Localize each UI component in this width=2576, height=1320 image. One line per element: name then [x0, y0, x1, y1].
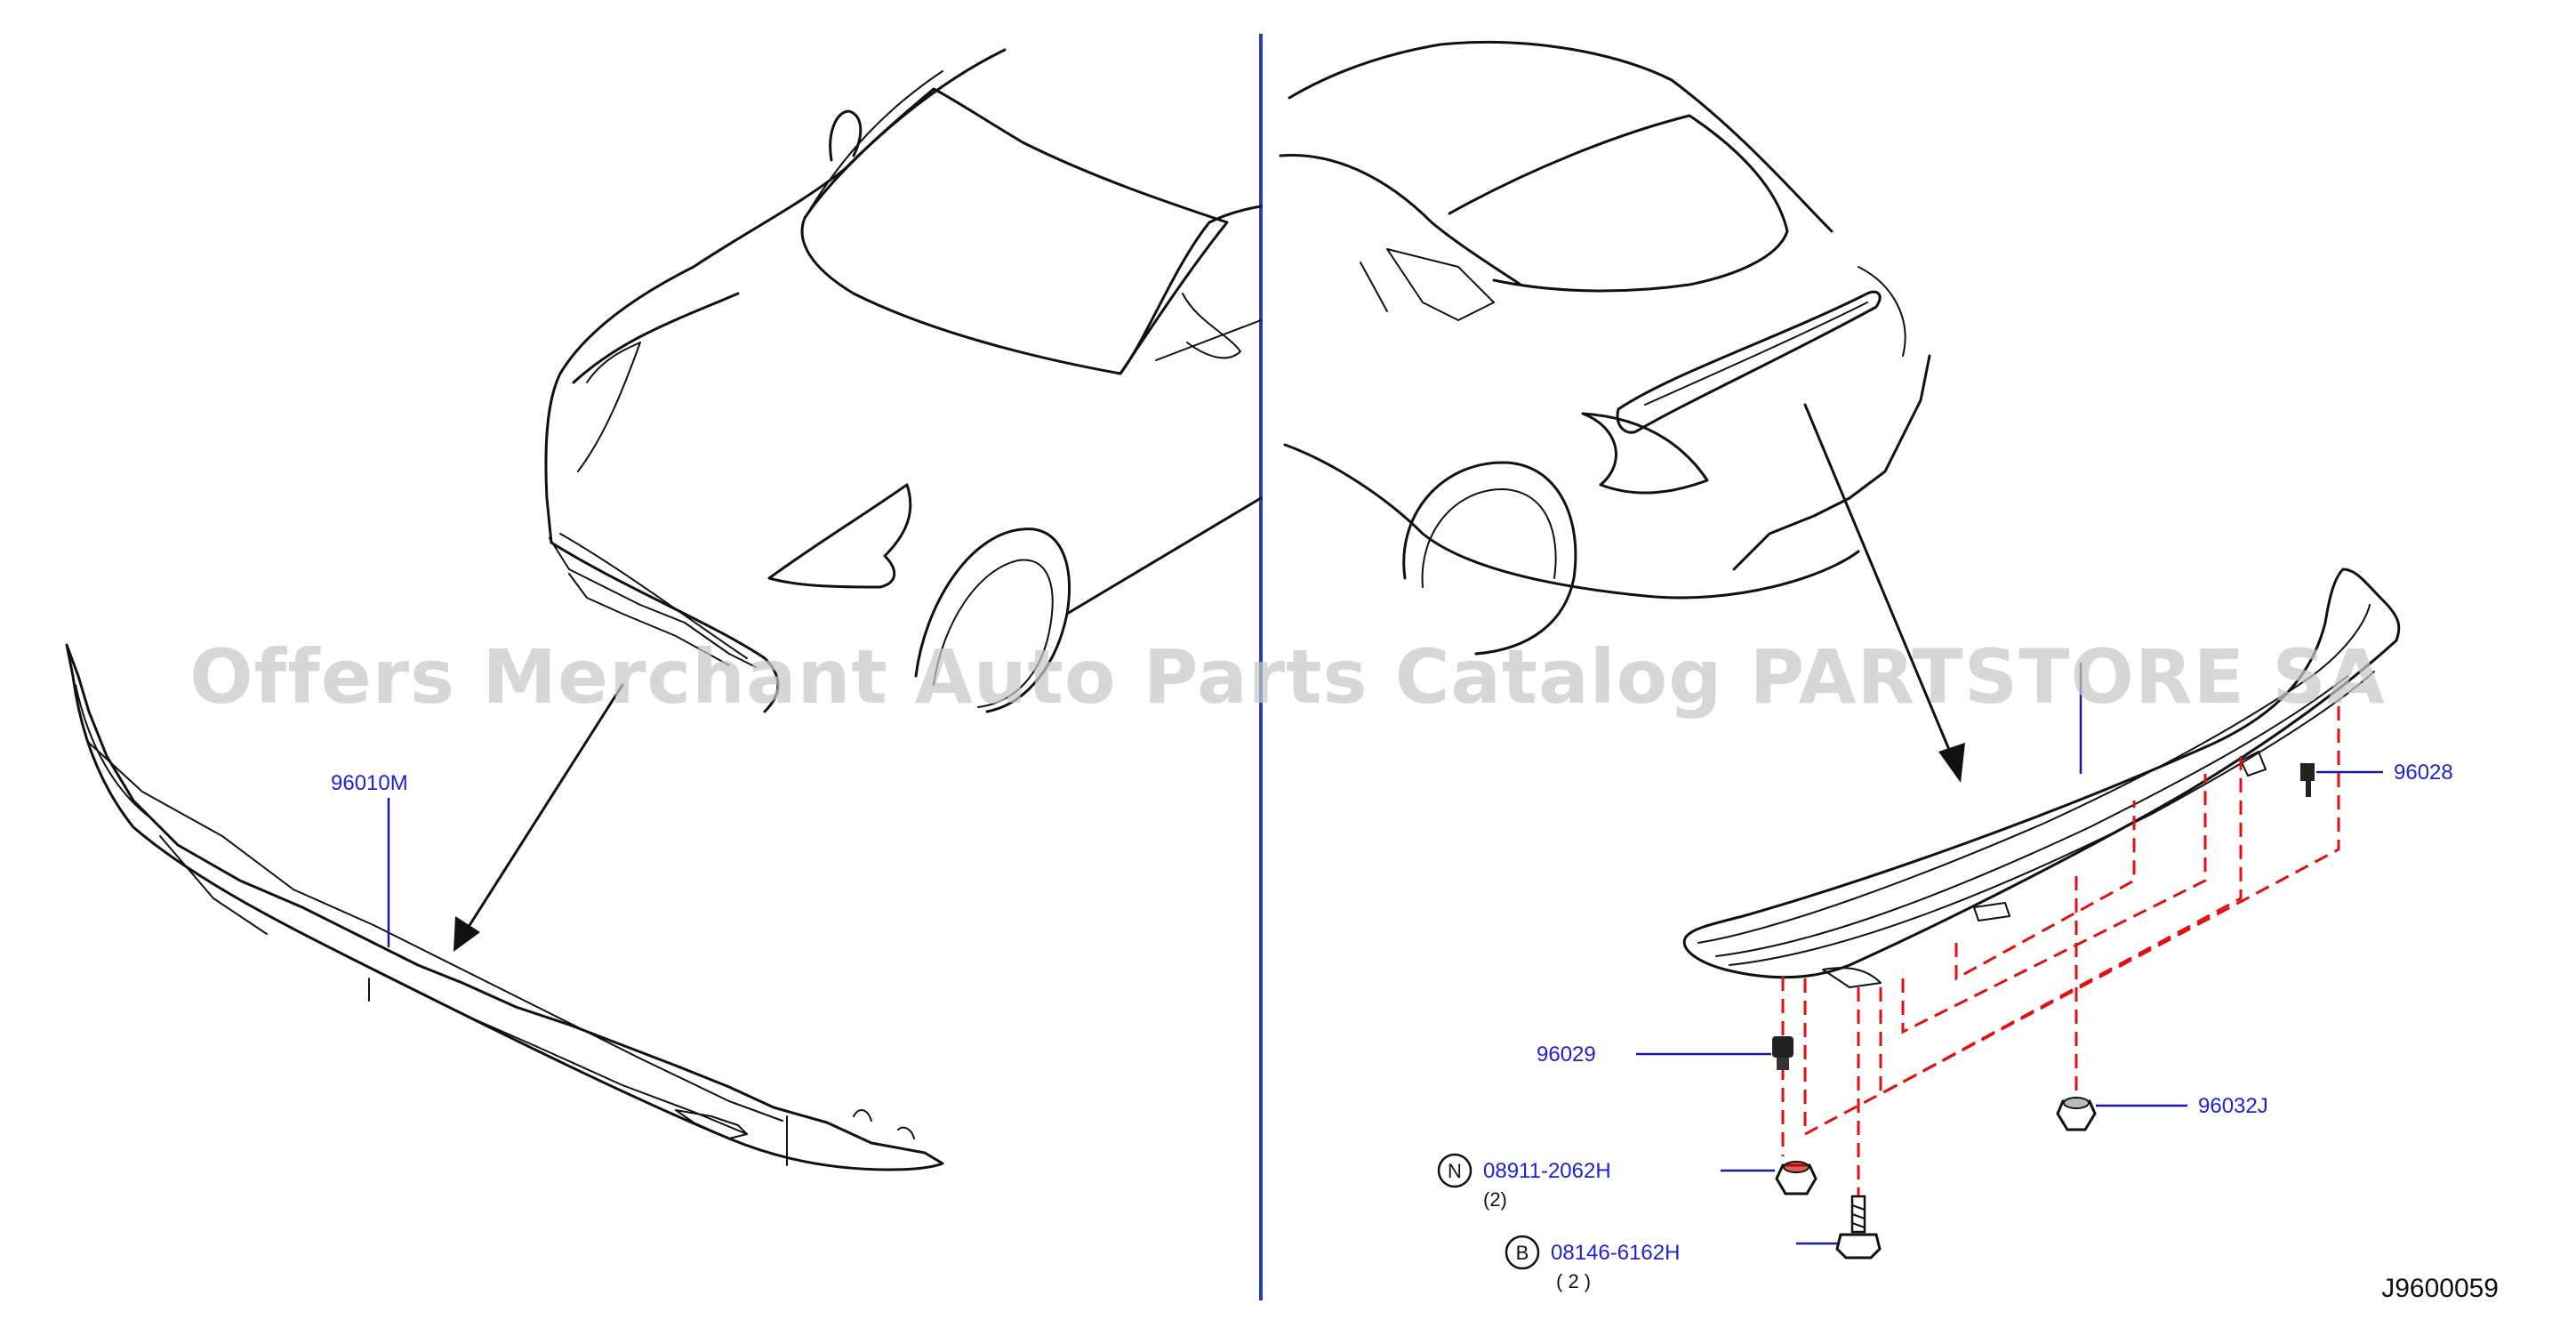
- rear-pointer-arrow: [1803, 403, 1965, 783]
- part-number-96029: 96029: [1537, 1042, 1596, 1066]
- part-number-96010m: 96010M: [331, 771, 408, 795]
- bolt-symbol-badge: [1505, 1235, 1540, 1270]
- diagram-reference: J9600059: [2381, 1274, 2499, 1303]
- rear-spoiler-part: [1682, 567, 2401, 988]
- clip-96028: 96028: [2300, 761, 2453, 797]
- front-spoiler-part: [65, 643, 944, 1171]
- assembly-guide-lines: [1781, 703, 2340, 1227]
- nut-symbol: N: [1448, 1160, 1462, 1182]
- part-number-96032j: 96032J: [2198, 1094, 2268, 1118]
- bolt-quantity: ( 2 ): [1556, 1270, 1591, 1292]
- front-car-illustration: [544, 48, 1263, 713]
- bolt-symbol: B: [1516, 1242, 1529, 1264]
- clip-96029: 96029: [1537, 1036, 1794, 1070]
- rear-car-illustration: [1279, 40, 1931, 656]
- part-number-08911-2062h: 08911-2062H: [1483, 1159, 1611, 1183]
- callout-96010m: 96010M: [331, 771, 408, 947]
- nut-symbol-badge: [1437, 1153, 1473, 1188]
- clip-96032j: 96032J: [2056, 1094, 2268, 1131]
- front-pointer-arrow: [453, 683, 624, 952]
- part-number-08146-6162h: 08146-6162H: [1551, 1241, 1680, 1265]
- part-number-96028: 96028: [2394, 761, 2453, 785]
- watermark-text: Offers Merchant Auto Parts Catalog PARTS…: [189, 633, 2385, 720]
- nut-08911-2062h: N 08911-2062H (2): [1437, 1153, 1818, 1211]
- nut-quantity: (2): [1483, 1188, 1507, 1211]
- bolt-08146-6162h: B 08146-6162H ( 2 ): [1505, 1195, 1882, 1292]
